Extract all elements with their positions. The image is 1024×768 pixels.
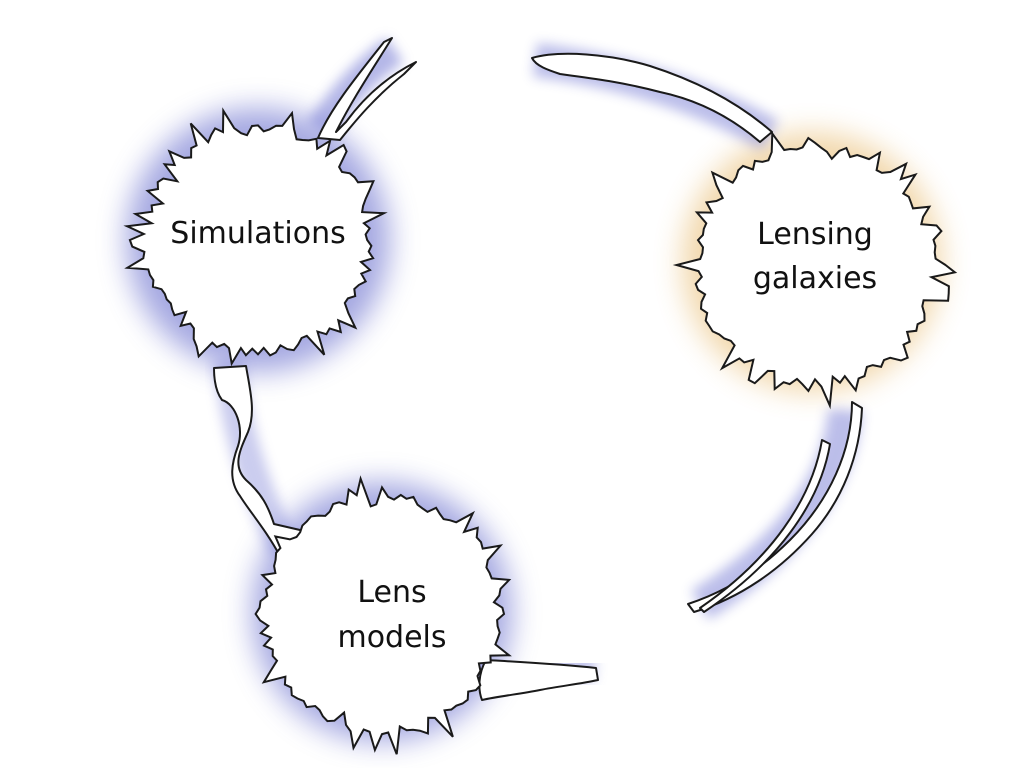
connector-lensing-galaxies-outward	[687, 401, 863, 613]
lens-models-label-line2: models	[337, 620, 446, 655]
node-blobs	[123, 107, 958, 755]
lensing-galaxies-label-line2: galaxies	[753, 261, 877, 296]
simulations-node	[123, 107, 388, 367]
connector-lensing-galaxies-outward-thread	[699, 439, 831, 613]
connector-simulations-outward	[317, 37, 417, 141]
lens-models-node	[254, 475, 512, 755]
simulations-label: Simulations	[170, 216, 345, 251]
connectors	[213, 37, 863, 701]
connector-lensing-galaxies-inward	[531, 52, 773, 143]
lens-models-label-line1: Lens	[357, 575, 426, 610]
lensing-galaxies-label-line1: Lensing	[757, 217, 873, 252]
node-labels: Simulations Lensing galaxies Lens models	[170, 216, 877, 655]
connector-lens-models-outward	[478, 659, 599, 701]
lensing-galaxies-node	[672, 130, 958, 410]
